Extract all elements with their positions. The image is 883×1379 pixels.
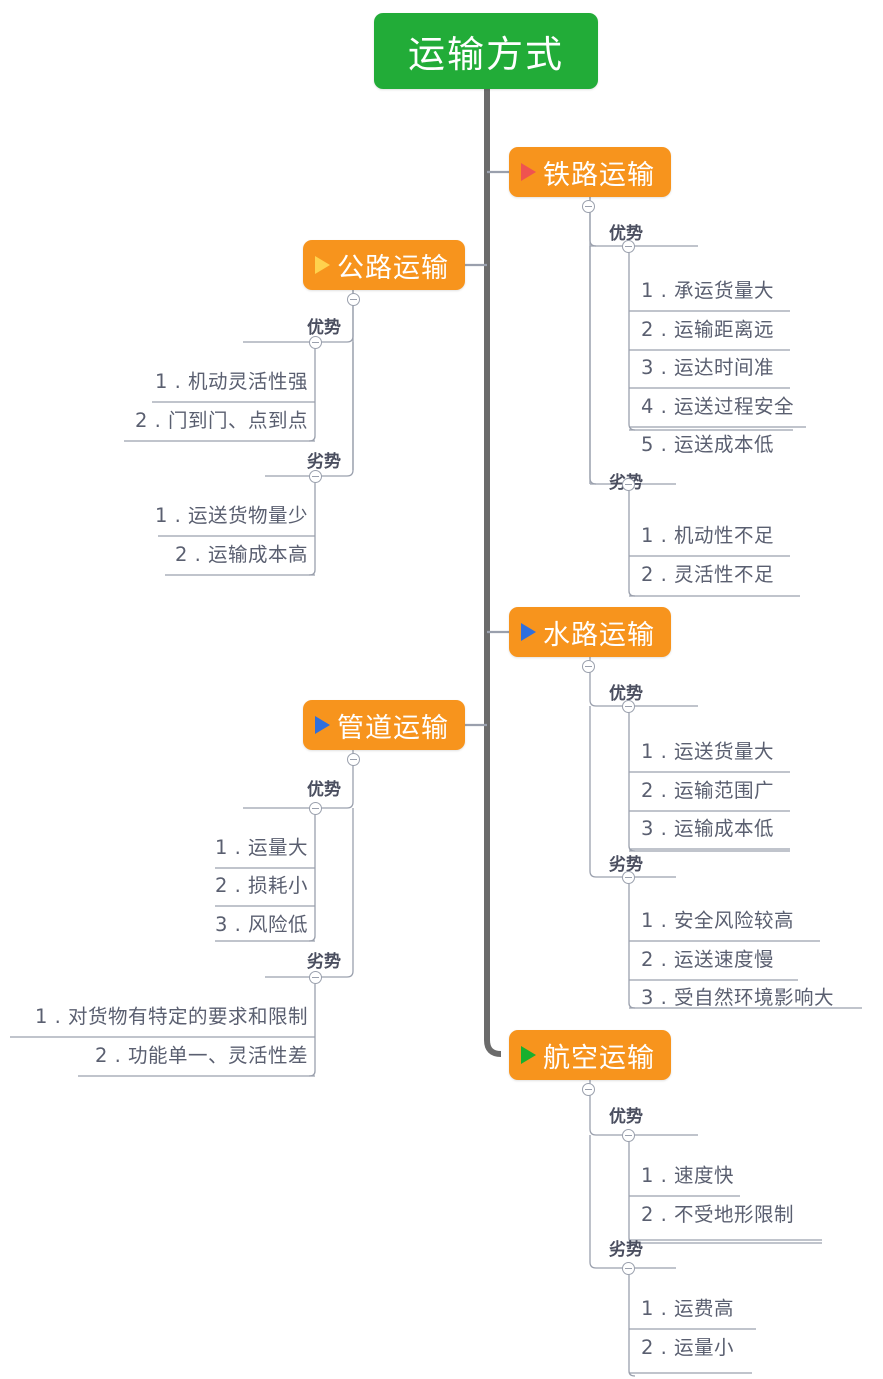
leaf-item: 1 . 安全风险较高 [641, 909, 795, 932]
section-label-pros-rail: 优势 [609, 224, 643, 244]
leaf-item: 2 . 运输距离远 [641, 318, 775, 341]
triangle-yellow-icon [315, 256, 330, 274]
collapse-toggle-air[interactable] [582, 1083, 595, 1096]
leaf-item: 2 . 不受地形限制 [641, 1203, 795, 1226]
triangle-blue-icon [315, 716, 330, 734]
leaf-item: 1 . 运送货量大 [641, 740, 775, 763]
triangle-green-icon [521, 1046, 536, 1064]
leaf-item: 1 . 运量大 [214, 836, 308, 859]
collapse-toggle-cons-rail[interactable] [622, 478, 635, 491]
leaf-item: 2 . 功能单一、灵活性差 [94, 1044, 308, 1067]
collapse-toggle-pros-water[interactable] [622, 700, 635, 713]
branch-node-rail-label: 铁路运输 [543, 159, 655, 191]
leaf-item: 1 . 承运货量大 [641, 279, 775, 302]
branch-node-water[interactable]: 水路运输 [509, 607, 671, 657]
section-label-pros-pipe: 优势 [307, 780, 341, 800]
root-node[interactable]: 运输方式 [374, 13, 598, 89]
section-label-pros-air: 优势 [609, 1107, 643, 1127]
section-label-cons-road: 劣势 [307, 452, 341, 472]
section-label-cons-air: 劣势 [609, 1240, 643, 1260]
leaf-item: 1 . 机动灵活性强 [154, 370, 308, 393]
leaf-item: 3 . 运达时间准 [641, 356, 775, 379]
collapse-toggle-water[interactable] [582, 660, 595, 673]
leaf-item: 1 . 对货物有特定的要求和限制 [34, 1005, 308, 1028]
collapse-toggle-cons-water[interactable] [622, 871, 635, 884]
branch-node-water-label: 水路运输 [543, 619, 655, 651]
section-label-cons-water: 劣势 [609, 855, 643, 875]
collapse-toggle-cons-air[interactable] [622, 1262, 635, 1275]
collapse-toggle-cons-pipe[interactable] [309, 971, 322, 984]
leaf-item: 2 . 门到门、点到点 [134, 409, 308, 432]
branch-node-rail[interactable]: 铁路运输 [509, 147, 671, 197]
branch-node-pipe-label: 管道运输 [337, 712, 449, 744]
leaf-item: 3 . 运输成本低 [641, 817, 775, 840]
collapse-toggle-road[interactable] [347, 293, 360, 306]
collapse-toggle-pros-pipe[interactable] [309, 802, 322, 815]
collapse-toggle-pros-rail[interactable] [622, 240, 635, 253]
leaf-item: 2 . 运输范围广 [641, 779, 775, 802]
leaf-item: 1 . 运送货物量少 [154, 504, 308, 527]
branch-node-road[interactable]: 公路运输 [303, 240, 465, 290]
collapse-toggle-pipe[interactable] [347, 753, 360, 766]
leaf-item: 1 . 运费高 [641, 1297, 735, 1320]
branch-node-air-label: 航空运输 [543, 1042, 655, 1074]
leaf-item: 4 . 运送过程安全 [641, 395, 795, 418]
leaf-item: 1 . 机动性不足 [641, 524, 775, 547]
leaf-item: 2 . 损耗小 [214, 874, 308, 897]
leaf-item: 2 . 灵活性不足 [641, 563, 775, 586]
section-label-cons-pipe: 劣势 [307, 952, 341, 972]
leaf-item: 2 . 运输成本高 [174, 543, 308, 566]
triangle-red-icon [521, 163, 536, 181]
branch-node-air[interactable]: 航空运输 [509, 1030, 671, 1080]
collapse-toggle-rail[interactable] [582, 200, 595, 213]
triangle-blue-icon [521, 623, 536, 641]
collapse-toggle-cons-road[interactable] [309, 470, 322, 483]
leaf-item: 2 . 运量小 [641, 1336, 735, 1359]
collapse-toggle-pros-road[interactable] [309, 336, 322, 349]
root-node-label: 运输方式 [408, 33, 564, 76]
leaf-item: 3 . 风险低 [214, 913, 308, 936]
branch-node-road-label: 公路运输 [337, 252, 449, 284]
section-label-pros-road: 优势 [307, 318, 341, 338]
leaf-item: 3 . 受自然环境影响大 [641, 986, 835, 1009]
section-label-pros-water: 优势 [609, 684, 643, 704]
leaf-item: 1 . 速度快 [641, 1164, 735, 1187]
leaf-item: 5 . 运送成本低 [641, 433, 775, 456]
branch-node-pipe[interactable]: 管道运输 [303, 700, 465, 750]
leaf-item: 2 . 运送速度慢 [641, 948, 775, 971]
collapse-toggle-pros-air[interactable] [622, 1129, 635, 1142]
